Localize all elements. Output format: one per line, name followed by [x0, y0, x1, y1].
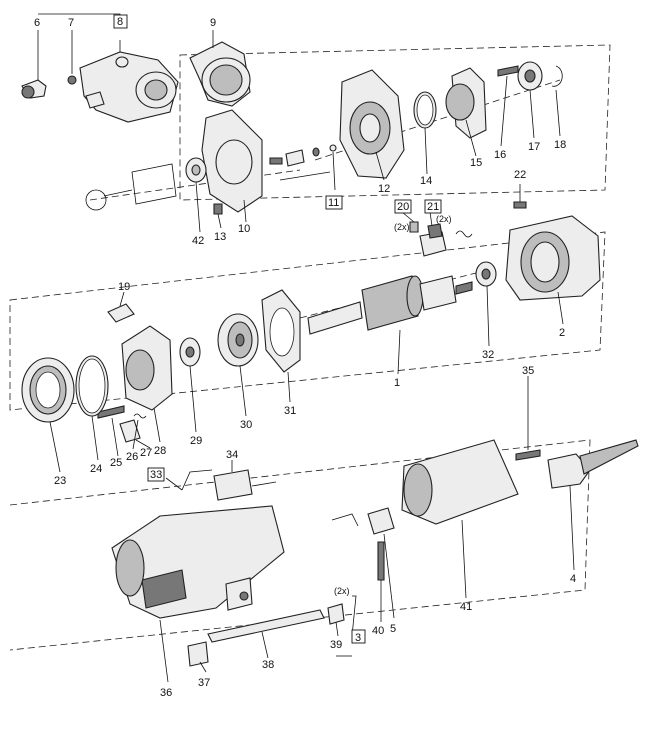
callout-labels: 6 7 8 9 10 13 42 11 12 14 15 16 17 18 22…: [34, 16, 576, 699]
part-17-bearing: [517, 61, 543, 91]
part-27-lock: [119, 419, 141, 443]
callout-24: 24: [90, 463, 102, 475]
part-38-switch-rod: [207, 609, 325, 643]
part-21-carbon-brush: [427, 223, 473, 239]
part-35-screw: [515, 449, 541, 461]
callout-3: 3: [355, 632, 361, 644]
part-36-motor-housing: [111, 505, 285, 619]
part-40-screw: [377, 541, 385, 581]
callout-35: 35: [522, 365, 534, 377]
part-26-spring: [133, 413, 147, 419]
callout-20: 20: [397, 201, 409, 213]
callout-boxes: [113, 14, 442, 644]
assembly-guide-lines: [9, 44, 611, 651]
qty-note-brush: (2x): [394, 222, 410, 232]
callout-17: 17: [528, 141, 540, 153]
qty-note-switch: (2x): [334, 586, 350, 596]
callout-14: 14: [420, 175, 432, 187]
part-34-suppressor: [181, 469, 277, 501]
callout-39: 39: [330, 639, 342, 651]
callout-19: 19: [118, 281, 130, 293]
part-8-gear-housing-cover: [79, 51, 179, 123]
part-10-baffle-plate: [201, 109, 263, 213]
part-30-gear: [217, 313, 259, 367]
part-1-armature: [307, 275, 473, 335]
leader-lines: [37, 13, 575, 683]
callout-36: 36: [160, 687, 172, 699]
part-11-screw-spring-set: [269, 144, 337, 181]
part-42-washer: [185, 157, 207, 183]
callout-26: 26: [126, 451, 138, 463]
part-28-gear-housing: [121, 325, 173, 411]
callout-41: 41: [460, 601, 472, 613]
part-7-spring: [67, 75, 77, 85]
part-2-stator: [505, 215, 601, 301]
callout-10: 10: [238, 223, 250, 235]
callout-28: 28: [154, 445, 166, 457]
part-15-bearing-housing: [445, 67, 487, 139]
callout-13: 13: [214, 231, 226, 243]
callout-29: 29: [190, 435, 202, 447]
part-31-gasket: [261, 289, 301, 373]
part-25-screw: [97, 405, 125, 419]
part-29-bearing-plate: [179, 337, 201, 367]
part-37-slide-switch: [187, 641, 209, 667]
part-5-cable-guide: [331, 507, 395, 535]
callout-16: 16: [494, 149, 506, 161]
callout-31: 31: [284, 405, 296, 417]
callout-7: 7: [68, 17, 74, 29]
part-6-knob: [21, 79, 47, 99]
callout-21: 21: [427, 201, 439, 213]
callout-12: 12: [378, 183, 390, 195]
part-3-switch-mechanism: [225, 577, 253, 611]
part-20-brush-holder: [409, 221, 447, 257]
callout-18: 18: [554, 139, 566, 151]
part-16-pin: [497, 65, 519, 77]
part-23-grip-ring: [21, 357, 75, 423]
callout-2: 2: [559, 327, 565, 339]
qty-note-spring: (2x): [436, 214, 452, 224]
part-9-air-guide: [189, 41, 251, 107]
part-4-cable-sleeve: [547, 439, 639, 489]
callout-32: 32: [482, 349, 494, 361]
callout-33: 33: [150, 469, 162, 481]
callout-42: 42: [192, 235, 204, 247]
callout-6: 6: [34, 17, 40, 29]
callout-8: 8: [117, 16, 123, 28]
part-19-clip: [107, 303, 135, 323]
part-18-circlip: [551, 65, 563, 87]
part-41-motor-cover: [401, 439, 519, 525]
callout-34: 34: [226, 449, 238, 461]
callout-25: 25: [110, 457, 122, 469]
callout-22: 22: [514, 169, 526, 181]
part-39-contact: [327, 603, 345, 625]
part-14-o-ring: [413, 91, 437, 129]
callout-27: 27: [140, 447, 152, 459]
callout-30: 30: [240, 419, 252, 431]
callout-40: 40: [372, 625, 384, 637]
callout-5: 5: [390, 623, 396, 635]
part-24-o-ring: [75, 355, 109, 417]
part-13-screw: [213, 203, 223, 215]
callout-15: 15: [470, 157, 482, 169]
part-32-bearing: [475, 261, 497, 287]
callout-23: 23: [54, 475, 66, 487]
callout-37: 37: [198, 677, 210, 689]
ghost-fan-and-pinion: [85, 163, 177, 211]
callout-9: 9: [210, 17, 216, 29]
part-12-bearing-flange: [339, 69, 405, 179]
callout-4: 4: [570, 573, 576, 585]
callout-38: 38: [262, 659, 274, 671]
callout-1: 1: [394, 377, 400, 389]
part-22-screw: [513, 201, 527, 209]
callout-11: 11: [328, 197, 339, 209]
